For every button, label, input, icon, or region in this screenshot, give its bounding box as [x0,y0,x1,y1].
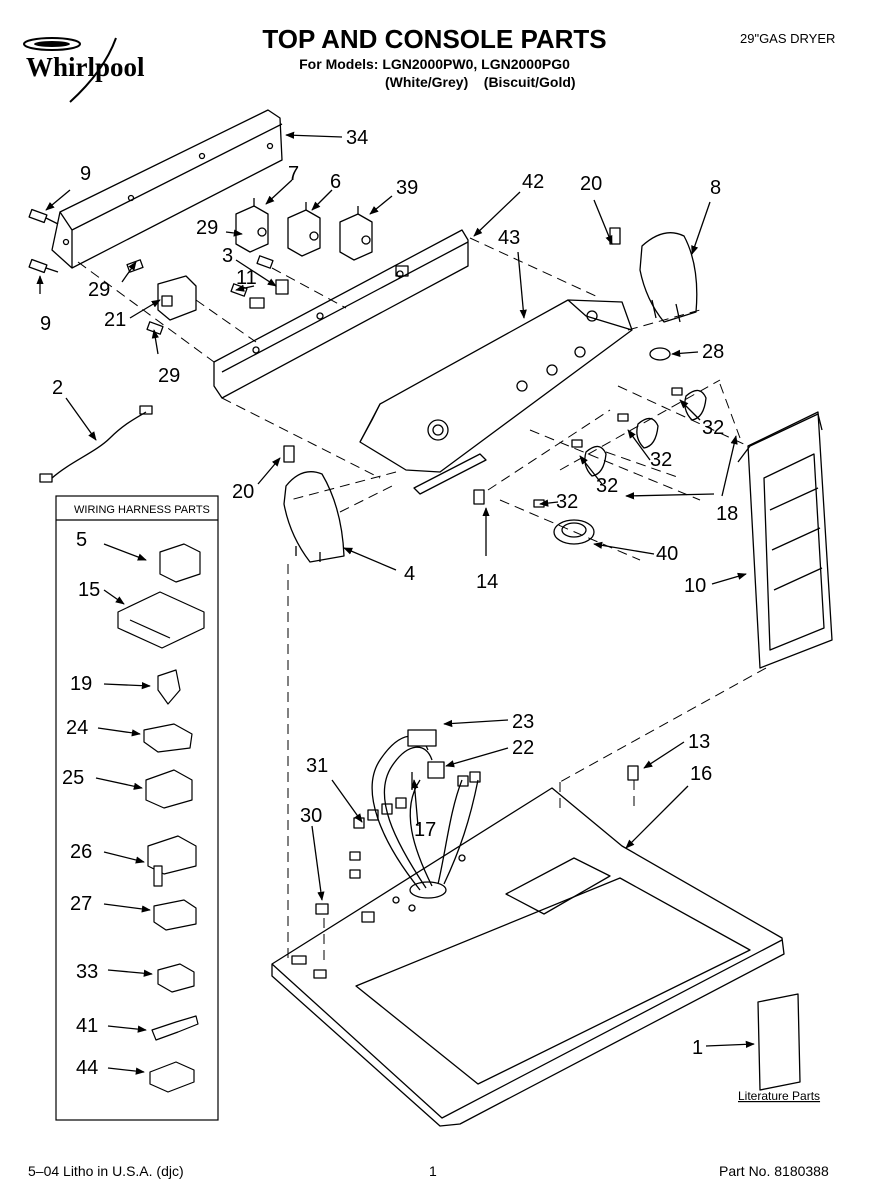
connector-26-shape [147,835,197,875]
harness-part-27: 27 [70,893,92,915]
connector-15-shape [117,591,205,649]
connector-5-shape [159,543,201,583]
literature-booklet [757,993,801,1091]
callout-18: 18 [716,503,738,525]
callout-31: 31 [306,755,328,777]
callout-8: 8 [710,177,721,199]
harness-part-25: 25 [62,767,84,789]
callout-7: 7 [288,163,299,185]
print-info: 5–04 Litho in U.S.A. (djc) [28,1163,184,1179]
callout-40: 40 [656,543,678,565]
end-cap-4-part [283,471,345,563]
callout-3: 3 [222,245,233,267]
clip-19-shape [157,669,181,705]
connector-44-shape [149,1061,195,1093]
knob-32-b [636,417,659,449]
callout-20-upper: 20 [580,173,602,195]
harness-part-24: 24 [66,717,88,739]
callout-1: 1 [692,1037,703,1059]
connector-26-pin [153,865,163,887]
connector-24-shape [143,723,193,753]
rear-panel-part [51,109,283,269]
callout-13: 13 [688,731,710,753]
screw-3 [256,255,274,269]
callout-21: 21 [104,309,126,331]
page-title: TOP AND CONSOLE PARTS [262,24,607,54]
harness-part-41: 41 [76,1015,98,1037]
control-bracket-part [213,229,469,399]
part-number: Part No. 8180388 [719,1163,829,1179]
callout-34: 34 [346,127,368,149]
screw-13 [627,765,639,781]
page-number: 1 [429,1163,437,1179]
callout-42: 42 [522,171,544,193]
harness-parts-box: WIRING HARNESS PARTS 5 15 19 24 25 26 27… [55,495,219,1121]
callout-4: 4 [404,563,415,585]
knob-32-c [584,445,607,477]
callout-32-d: 32 [556,491,578,513]
harness-part-19: 19 [70,673,92,695]
callout-29-b: 29 [88,279,110,301]
harness-part-15: 15 [78,579,100,601]
callout-22: 22 [512,737,534,759]
brand-swoosh-icon [23,37,117,103]
knob-32-a [684,389,707,421]
callout-2: 2 [52,377,63,399]
harness-part-44: 44 [76,1057,98,1079]
connector-27-shape [153,899,197,931]
literature-parts-label: Literature Parts [738,1089,820,1103]
lint-filter-10-part [737,411,833,669]
wire-2-part [39,405,153,483]
callout-9-upper: 9 [80,163,91,185]
grommet-28-part [649,347,671,361]
callout-20-lower: 20 [232,481,254,503]
screw-9-upper [28,208,59,225]
clip-30 [315,903,329,915]
clip-part [249,279,289,309]
callout-23: 23 [512,711,534,733]
terminal-41-shape [151,1015,199,1041]
switch-6-part [287,202,321,257]
timer-21-part [157,275,197,321]
brand-logo: Whirlpool [12,30,172,108]
callout-29-c: 29 [158,365,180,387]
callout-16: 16 [690,763,712,785]
callout-32-c: 32 [596,475,618,497]
product-type: 29"GAS DRYER [740,31,836,46]
screw-14 [473,489,485,505]
callout-9-lower: 9 [40,313,51,335]
callout-29-a: 29 [196,217,218,239]
end-cap-8-part [639,232,698,323]
screw-9-lower [28,258,59,274]
models-line: For Models: LGN2000PW0, LGN2000PG0 [299,56,570,72]
connector-25-shape [145,769,193,809]
callout-39: 39 [396,177,418,199]
callout-11: 11 [236,267,257,289]
harness-box-title: WIRING HARNESS PARTS [74,504,210,516]
callout-43: 43 [498,227,520,249]
callout-17: 17 [414,819,436,841]
callout-6: 6 [330,171,341,193]
connector-33-shape [157,963,195,993]
harness-part-26: 26 [70,841,92,863]
callout-32-b: 32 [650,449,672,471]
color-variants: (White/Grey) (Biscuit/Gold) [385,74,576,90]
switch-39-part [339,206,373,261]
harness-part-5: 5 [76,529,87,551]
callout-10: 10 [684,575,706,597]
harness-part-33: 33 [76,961,98,983]
brand-name: Whirlpool [26,52,145,82]
main-top-16-part [271,787,785,1127]
callout-32-a: 32 [702,417,724,439]
callout-14: 14 [476,571,498,593]
callout-28: 28 [702,341,724,363]
switch-7-part [235,198,269,253]
callout-30: 30 [300,805,322,827]
console-part [359,299,633,495]
screw-20-lower [283,445,295,463]
